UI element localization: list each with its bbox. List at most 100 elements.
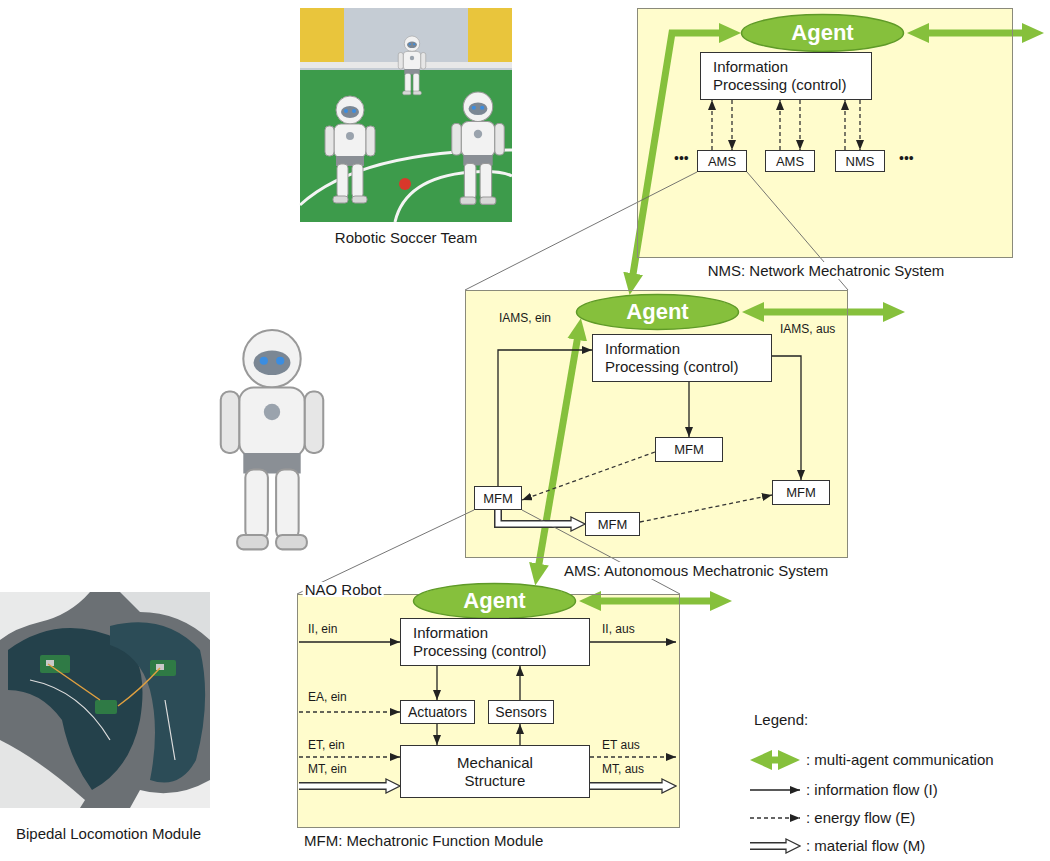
module-box: MFM: [772, 480, 830, 505]
information-flow-arrow: [519, 724, 520, 745]
energy-flow-arrow: [779, 100, 780, 150]
component-box: Sensors: [488, 700, 554, 724]
locomotion-photo: [0, 592, 210, 808]
locomotion-photo: [0, 592, 210, 808]
signal-name: MT, ein: [306, 762, 349, 777]
agent-communication-arrow: [537, 328, 579, 576]
soccer-photo: [300, 8, 512, 222]
signal-name: II, aus: [600, 622, 637, 637]
panel-ground: [297, 594, 680, 828]
soccer-photo: [300, 8, 344, 66]
soccer-photo: [300, 8, 512, 222]
node-label: NMS: [846, 154, 875, 169]
legend-entry: : material flow (M): [806, 837, 925, 855]
soccer-photo: [325, 96, 375, 203]
locomotion-photo: [48, 664, 160, 706]
node-label: AMS: [708, 154, 736, 169]
ellipsis-mark: •••: [672, 151, 691, 166]
panel-ground: [297, 8, 1013, 828]
external-agent-link: [917, 30, 1034, 37]
node-label: Information Processing (control): [605, 340, 751, 376]
node-label: Agent: [791, 21, 853, 45]
locomotion-photo: [30, 680, 175, 760]
energy-flow-arrow: [844, 100, 845, 150]
module-io-arrow: [299, 641, 400, 642]
legend-sample: [748, 844, 788, 849]
node-label: Agent: [463, 589, 525, 613]
agent-outline: [742, 15, 904, 52]
node-label: MFM: [483, 491, 513, 506]
signal-name: MT, aus: [600, 762, 646, 777]
locomotion-photo: [130, 780, 210, 808]
component-box: Actuators: [400, 700, 475, 724]
signal-name: IAMS, ein: [497, 311, 553, 326]
processing-box: Information Processing (control): [592, 334, 772, 382]
energy-flow-arrow: [731, 100, 732, 150]
locomotion-photo: [95, 700, 117, 714]
agent-ellipse: Agent: [412, 582, 577, 620]
node-label: Sensors: [495, 704, 546, 720]
system-caption: AMS: Autonomous Mechatronic System: [561, 562, 831, 579]
connector-group: [297, 33, 860, 745]
signal-name: II, ein: [306, 622, 339, 637]
information-flow-arrow: [436, 724, 437, 745]
node-label: Information Processing (control): [713, 58, 859, 94]
energy-flow-arrow: [711, 100, 712, 150]
module-box: MFM: [474, 486, 522, 510]
agent-ellipse: Agent: [740, 13, 905, 53]
nao-robot-figure: [221, 330, 324, 549]
panel-ground: [465, 290, 848, 558]
agent-outline: [577, 295, 739, 330]
external-agent-link: [589, 598, 722, 605]
information-flow-arrow: [688, 382, 689, 437]
soccer-photo: [395, 172, 512, 223]
node-label: MFM: [786, 485, 816, 500]
module-box: MFM: [655, 437, 723, 462]
panel-ground: [637, 8, 1013, 258]
module-io-arrow: [590, 641, 676, 642]
module-io-arrow: [299, 711, 400, 712]
energy-flow-arrow: [640, 495, 772, 522]
node-label: AMS: [776, 154, 804, 169]
module-io-arrow: [590, 756, 676, 757]
legend-sample: [750, 789, 800, 790]
processing-box: Information Processing (control): [700, 52, 872, 100]
agent-outline: [414, 584, 576, 619]
legend-sample: [750, 817, 800, 818]
locomotion-photo: [40, 655, 70, 673]
module-io-arrow: [299, 756, 400, 757]
module-box: AMS: [765, 150, 815, 172]
legend-sample: [760, 757, 790, 764]
node-label: Actuators: [408, 704, 467, 720]
node-label: Mechanical Structure: [448, 754, 543, 790]
module-box: NMS: [835, 150, 885, 172]
legend-entry: : information flow (I): [806, 781, 938, 799]
signal-name: ET, ein: [306, 738, 347, 753]
signal-name: ET aus: [600, 738, 642, 753]
energy-flow-arrow: [522, 452, 655, 500]
node-label: Information Processing (control): [413, 624, 559, 660]
ellipsis-mark: •••: [897, 151, 916, 166]
module-box: MFM: [585, 512, 640, 536]
system-caption: NMS: Network Mechatronic System: [705, 262, 948, 279]
information-flow-arrow: [436, 666, 437, 700]
energy-flow-arrow: [859, 100, 860, 150]
system-panel: AgentInformation Processing (control) AMS…: [637, 8, 1013, 258]
locomotion-photo: [0, 740, 85, 808]
soccer-photo: [468, 8, 512, 62]
structure-box: Mechanical Structure: [400, 745, 590, 798]
photo-caption: NAO Robot: [303, 582, 384, 597]
photo-caption: Robotic Soccer Team: [333, 230, 479, 245]
legend-entry: : energy flow (E): [806, 809, 915, 827]
module-io-arrow: [297, 784, 388, 789]
legend-heading: Legend:: [752, 712, 810, 727]
information-flow-arrow: [519, 666, 520, 700]
soccer-photo: [452, 92, 505, 204]
processing-box: Information Processing (control): [400, 618, 590, 666]
nao-robot-figure: [221, 330, 324, 549]
information-flow-arrow: [772, 356, 801, 480]
node-label: MFM: [674, 442, 704, 457]
soccer-photo: [398, 36, 426, 95]
module-box: AMS: [697, 150, 747, 172]
